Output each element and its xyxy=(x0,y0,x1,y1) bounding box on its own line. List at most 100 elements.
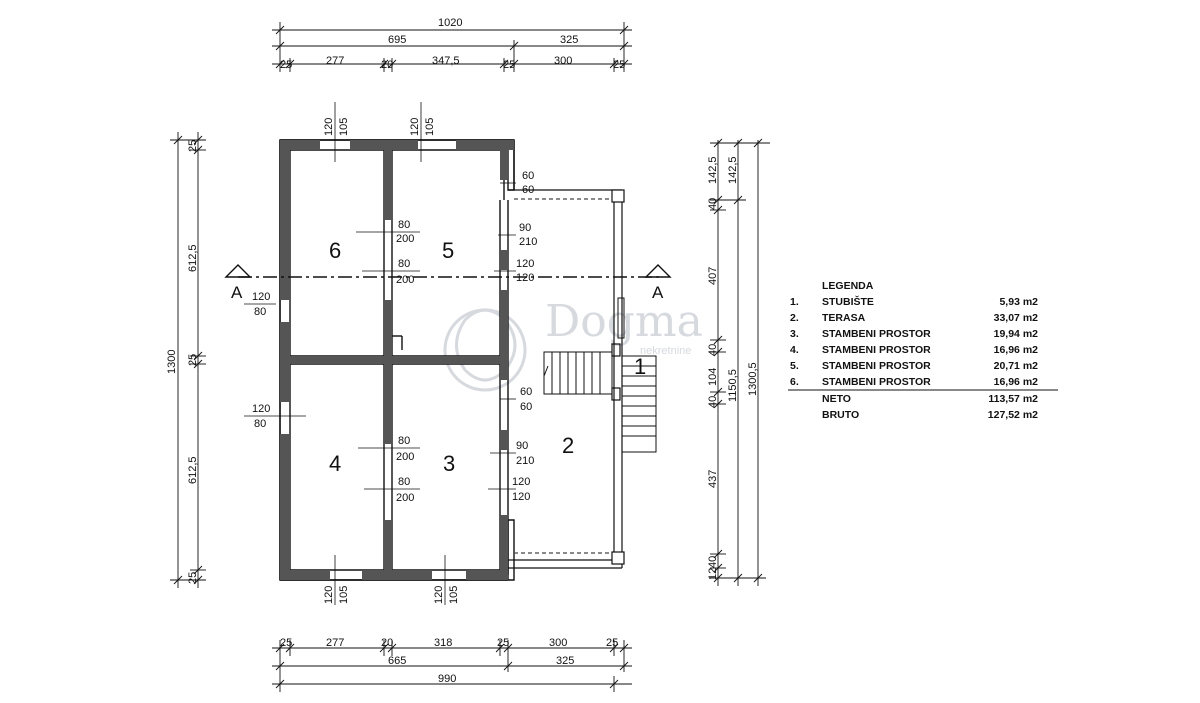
r4-left-w: 120 xyxy=(252,403,270,415)
r5-window-h: 60 xyxy=(522,184,534,196)
dim-top-part-6: 300 xyxy=(554,55,572,67)
dim-bottom-part-5: 25 xyxy=(497,637,509,649)
r3-window-h: 60 xyxy=(520,401,532,413)
dim-bottom-part-4: 318 xyxy=(434,637,452,649)
dim-left-texts: 1300 25 612,5 25 612,5 25 xyxy=(166,140,199,584)
top-right-width: 120 xyxy=(409,118,421,136)
dim-left-part-3: 25 xyxy=(187,354,199,366)
dim-bottom-part-3: 20 xyxy=(381,637,393,649)
r6-left-h: 80 xyxy=(254,306,266,318)
dim-right-overall: 1300,5 xyxy=(747,362,759,396)
watermark: Dogma nekretnine xyxy=(443,296,703,392)
legend-item-1-name: STUBIŠTE xyxy=(822,295,874,308)
dim-bottom-part-1: 25 xyxy=(280,637,292,649)
legend-total-neto-label: NETO xyxy=(822,393,851,405)
dim-top-sub-1: 695 xyxy=(388,34,406,46)
room-number-2: 2 xyxy=(562,433,574,458)
legend-total-bruto-label: BRUTO xyxy=(822,409,859,421)
section-right-arrow-icon xyxy=(644,264,672,278)
legend-item-2-name: TERASA xyxy=(822,312,866,324)
legend-item-1-area: 5,93 m2 xyxy=(999,296,1038,308)
r6-5-door2-h: 200 xyxy=(396,274,414,286)
room-number-1: 1 xyxy=(634,354,646,379)
dim-right-c1-6: 40 xyxy=(707,396,719,408)
wall-fill xyxy=(280,140,514,580)
r5-door-h: 210 xyxy=(519,236,537,248)
dim-right-lines xyxy=(710,138,770,586)
legend-total-bruto-area: 127,52 m2 xyxy=(988,409,1038,421)
dim-top-overall: 1020 xyxy=(438,17,462,29)
dim-right-c1-5: 104 xyxy=(707,368,719,386)
dim-right-c1-1: 142,5 xyxy=(707,156,719,184)
dim-top-part-2: 277 xyxy=(326,55,344,67)
section-label-left: A xyxy=(231,283,243,302)
top-right-height: 105 xyxy=(424,118,436,136)
r3-door-h: 210 xyxy=(516,455,534,467)
section-label-right: A xyxy=(652,283,664,302)
dim-bottom-part-7: 25 xyxy=(606,637,618,649)
dim-bottom-sub-2: 325 xyxy=(556,655,574,667)
r6-left-w: 120 xyxy=(252,291,270,303)
top-left-width: 120 xyxy=(323,118,335,136)
legend-item-6-name: STAMBENI PROSTOR xyxy=(822,376,931,388)
r3-door-w: 90 xyxy=(516,440,528,452)
room-number-6: 6 xyxy=(329,238,341,263)
r5-door-w: 90 xyxy=(519,222,531,234)
dim-right-c1-3: 407 xyxy=(707,267,719,285)
dim-left-lines xyxy=(170,132,206,588)
dim-left-part-4: 612,5 xyxy=(187,456,199,484)
r5-french-w: 120 xyxy=(516,258,534,270)
dim-right-c1-2: 40 xyxy=(707,198,719,210)
watermark-logo-icon xyxy=(443,308,527,392)
dim-left-part-5: 25 xyxy=(187,572,199,584)
r5-french-h: 120 xyxy=(516,272,534,284)
dim-left-overall: 1300 xyxy=(166,350,178,374)
dim-top-sub-2: 325 xyxy=(560,34,578,46)
bottom-right-height: 105 xyxy=(448,586,460,604)
room-number-3: 3 xyxy=(443,451,455,476)
legend-item-2-num: 2. xyxy=(790,312,799,324)
dim-top-part-1: 25 xyxy=(280,59,292,71)
bottom-left-height: 105 xyxy=(338,586,350,604)
staircase xyxy=(543,297,657,453)
r6-5-door2-w: 80 xyxy=(398,258,410,270)
legend-item-5-num: 5. xyxy=(790,360,799,372)
legend-item-6-area: 16,96 m2 xyxy=(994,376,1039,388)
r3-window-w: 60 xyxy=(520,386,532,398)
legend-total-neto-area: 113,57 m2 xyxy=(988,393,1038,405)
dim-bottom-sub-1: 665 xyxy=(388,655,406,667)
legend: LEGENDA 1. STUBIŠTE 5,93 m2 2. TERASA 33… xyxy=(788,280,1058,421)
watermark-sub: nekretnine xyxy=(640,345,691,357)
legend-item-3-num: 3. xyxy=(790,328,799,340)
bottom-left-width: 120 xyxy=(323,586,335,604)
r5-window-w: 60 xyxy=(522,170,534,182)
dim-left-part-2: 612,5 xyxy=(187,244,199,272)
legend-title: LEGENDA xyxy=(822,280,874,292)
dim-right-c1-7: 437 xyxy=(707,470,719,488)
legend-item-3-name: STAMBENI PROSTOR xyxy=(822,328,931,340)
dim-left-part-1: 25 xyxy=(187,140,199,152)
r6-5-door-h: 200 xyxy=(396,233,414,245)
top-left-height: 105 xyxy=(338,118,350,136)
r4-3-door2-h: 200 xyxy=(396,492,414,504)
r4-3-door-h: 200 xyxy=(396,451,414,463)
dim-top-part-4: 347,5 xyxy=(432,55,460,67)
r4-3-door2-w: 80 xyxy=(398,476,410,488)
legend-item-4-area: 16,96 m2 xyxy=(994,344,1039,356)
legend-item-4-num: 4. xyxy=(790,344,799,356)
r3-french-h: 120 xyxy=(512,491,530,503)
opening-texts: 120 105 120 105 120 105 120 105 60 60 90… xyxy=(252,118,537,604)
dim-right-c1-8: 40 xyxy=(707,556,719,568)
room-number-5: 5 xyxy=(442,238,454,263)
legend-item-2-area: 33,07 m2 xyxy=(994,312,1039,324)
dim-bottom-texts: 25 277 20 318 25 300 25 665 325 990 xyxy=(280,637,618,685)
section-left-arrow-icon xyxy=(224,264,252,278)
legend-item-1-num: 1. xyxy=(790,296,799,308)
legend-item-5-area: 20,71 m2 xyxy=(994,360,1039,372)
r6-5-door-w: 80 xyxy=(398,219,410,231)
dim-top-part-3: 20 xyxy=(381,59,393,71)
dim-top-texts: 1020 695 325 25 277 20 347,5 25 300 25 xyxy=(280,17,625,71)
dim-bottom-part-2: 277 xyxy=(326,637,344,649)
legend-item-5-name: STAMBENI PROSTOR xyxy=(822,360,931,372)
